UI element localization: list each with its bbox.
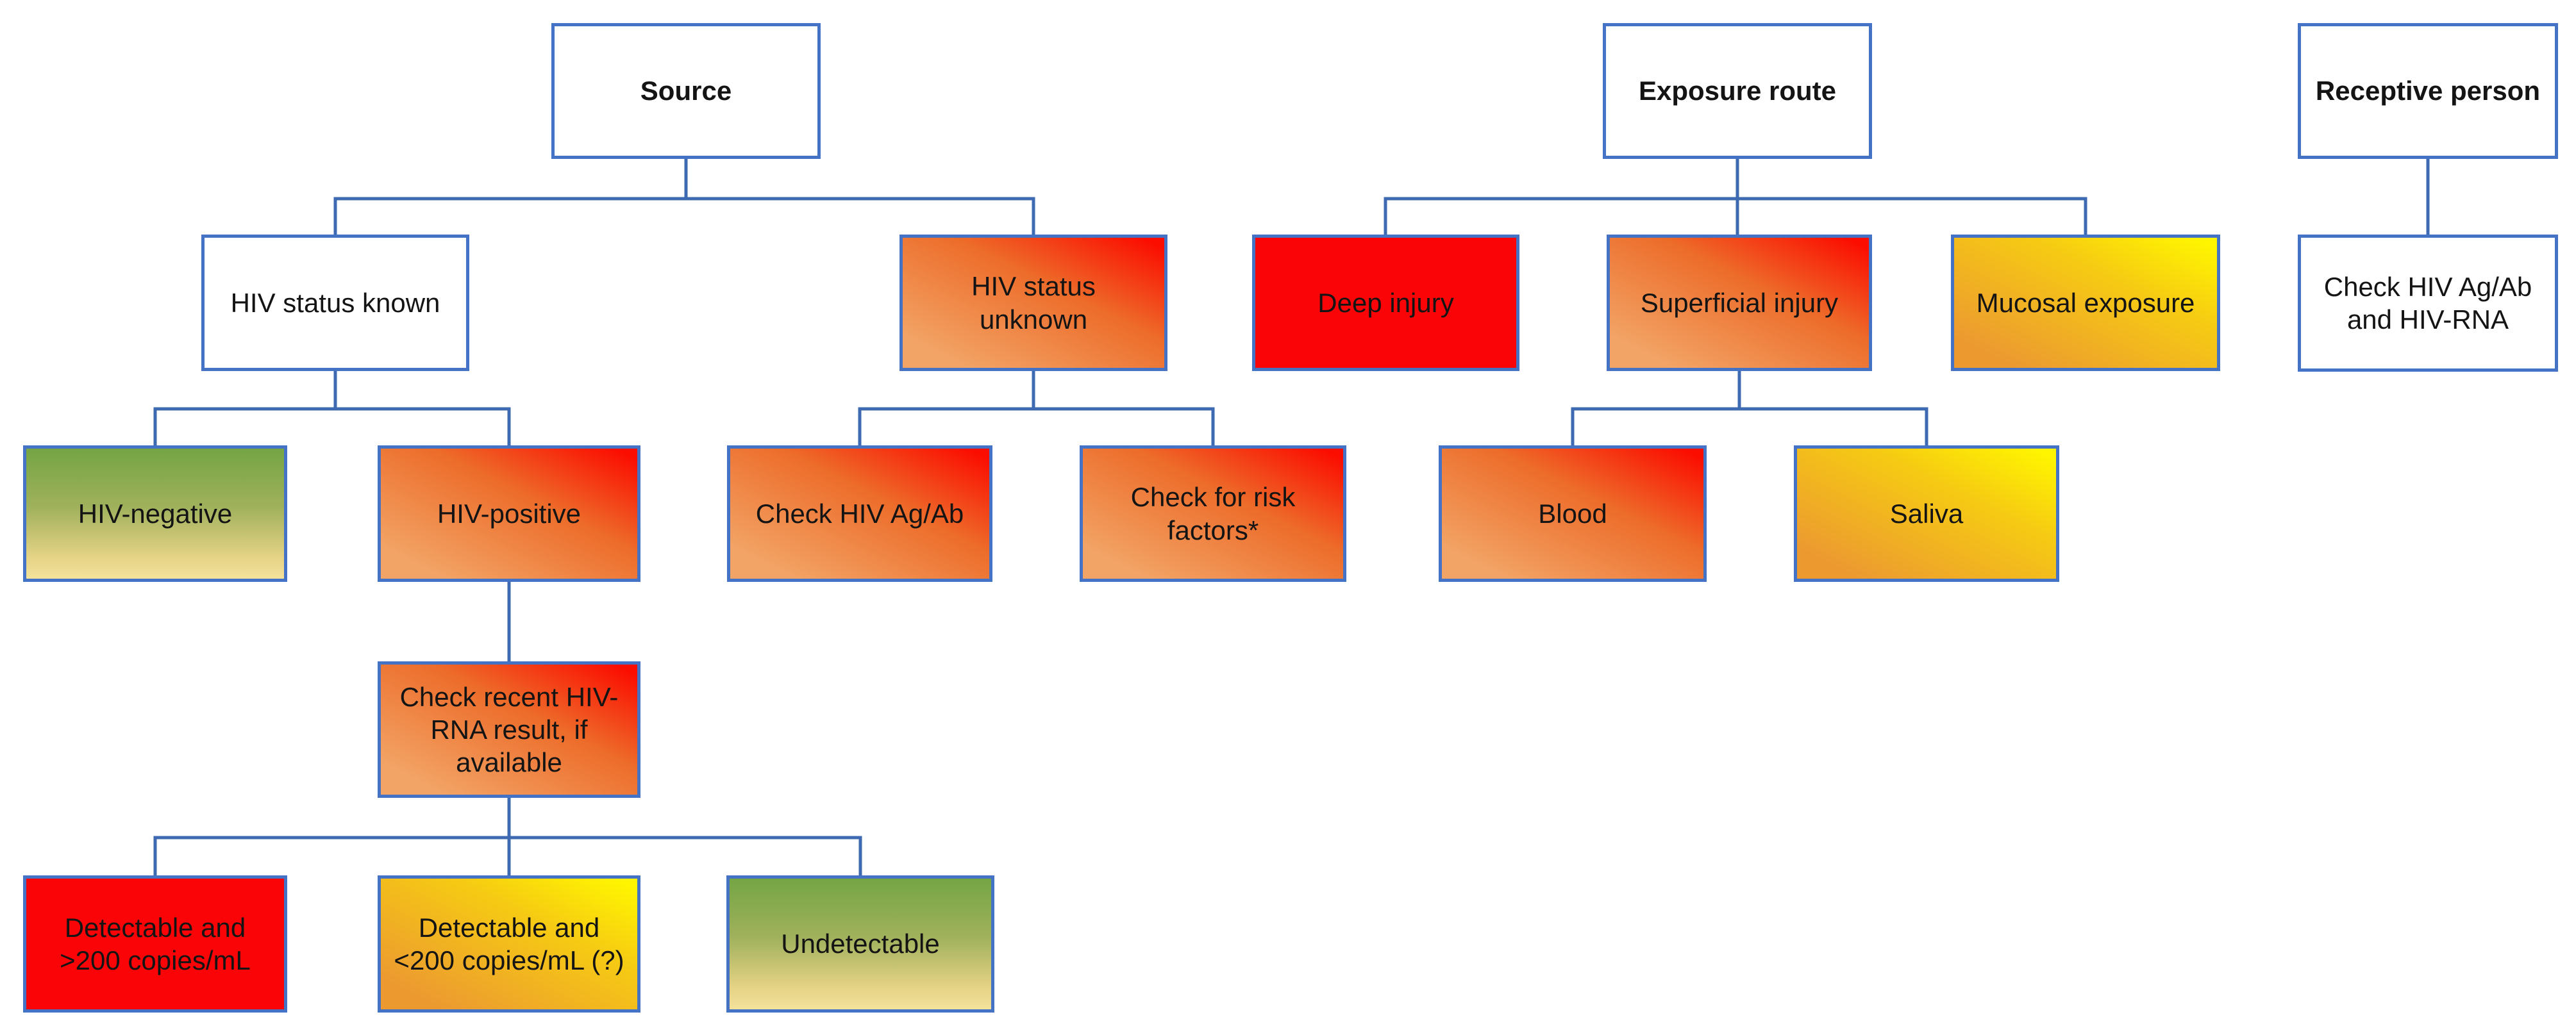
- connector-status-known-tree: [153, 371, 511, 445]
- connector-superficial-tree: [1571, 371, 1928, 445]
- node-source: Source: [551, 23, 821, 159]
- node-receptive-person: Receptive person: [2298, 23, 2558, 159]
- node-detectable-under-200: Detectable and <200 copies/mL (?): [378, 875, 640, 1013]
- node-deep-injury: Deep injury: [1252, 235, 1519, 371]
- node-check-risk-factors: Check for risk factors*: [1080, 445, 1346, 582]
- node-mucosal-exposure: Mucosal exposure: [1951, 235, 2220, 371]
- connector-status-unknown-tree: [858, 371, 1215, 445]
- connector-source-tree: [333, 159, 1035, 235]
- node-blood: Blood: [1439, 445, 1707, 582]
- node-check-recent-hiv-rna: Check recent HIV- RNA result, if availab…: [378, 661, 640, 798]
- node-superficial-injury: Superficial injury: [1607, 235, 1872, 371]
- node-check-hiv-agab-and-rna: Check HIV Ag/Ab and HIV-RNA: [2298, 235, 2558, 372]
- connector-rna-tree: [153, 798, 862, 875]
- node-hiv-negative: HIV-negative: [23, 445, 287, 582]
- node-undetectable: Undetectable: [726, 875, 994, 1013]
- node-hiv-status-known: HIV status known: [201, 235, 469, 371]
- node-hiv-status-unknown: HIV status unknown: [899, 235, 1167, 371]
- node-exposure-route: Exposure route: [1603, 23, 1872, 159]
- connector-exposure-tree: [1384, 159, 2087, 235]
- node-detectable-over-200: Detectable and >200 copies/mL: [23, 875, 287, 1013]
- node-check-hiv-agab: Check HIV Ag/Ab: [727, 445, 992, 582]
- node-saliva: Saliva: [1794, 445, 2059, 582]
- node-hiv-positive: HIV-positive: [378, 445, 640, 582]
